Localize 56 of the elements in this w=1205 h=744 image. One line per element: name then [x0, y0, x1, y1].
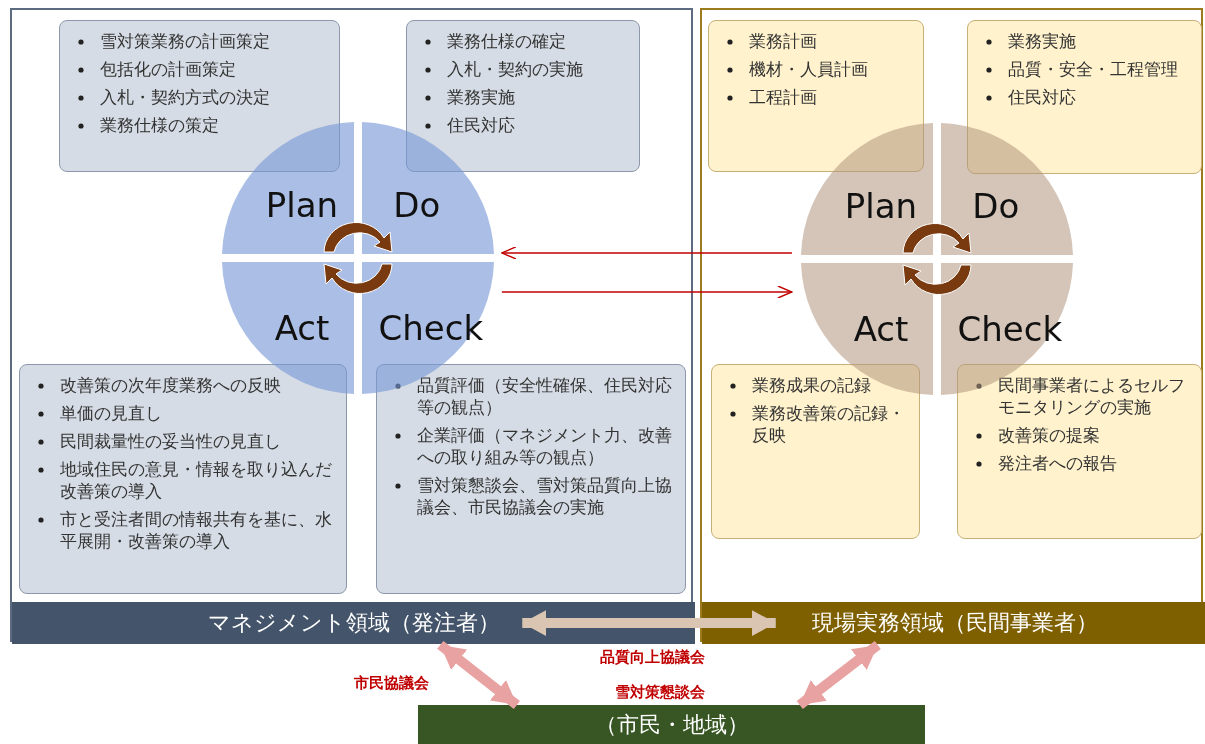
bullet-item: 地域住民の意見・情報を取り込んだ改善策の導入 — [60, 460, 332, 501]
note-card — [406, 20, 640, 172]
note-card — [957, 364, 1202, 539]
note-text: 品質向上協議会 — [598, 648, 707, 667]
bullet-item: 住民対応 — [447, 116, 515, 135]
bullet-item: 業務実施 — [1008, 32, 1076, 51]
bullet-item: 工程計画 — [749, 88, 817, 107]
quadrant-label: Do — [972, 186, 1020, 227]
label-band: 現場実務領域（民間事業者） — [702, 602, 1205, 644]
bullet-item: 改善策の提案 — [998, 426, 1100, 445]
note-text: 雪対策懇談会 — [613, 683, 707, 702]
bullet-item: 入札・契約の実施 — [447, 60, 583, 79]
bullet-item: 業務仕様の確定 — [447, 32, 566, 51]
double-arrow — [796, 641, 881, 709]
label-band: マネジメント領域（発注者） — [12, 602, 695, 644]
quadrant-label: Plan — [844, 186, 918, 227]
arrow — [501, 285, 793, 299]
quadrant-label: Act — [274, 308, 330, 349]
bullet-item: 民間裁量性の妥当性の見直し — [60, 432, 281, 451]
bullet-item: 業務計画 — [749, 32, 817, 51]
bullet-item: 業務改善策の記録・反映 — [752, 404, 905, 445]
arrow — [501, 246, 793, 260]
region-panel — [10, 8, 693, 642]
region-panel — [700, 8, 1203, 642]
quadrant-label: Act — [853, 309, 909, 350]
bullet-item: 単価の見直し — [60, 404, 162, 423]
double-arrow — [437, 641, 520, 709]
bullet-item: 発注者への報告 — [998, 454, 1117, 473]
note-card — [59, 20, 340, 172]
bullet-item: 企業評価（マネジメント力、改善への取り組み等の観点） — [417, 426, 672, 467]
bullet-item: 入札・契約方式の決定 — [100, 88, 270, 107]
bullet-item: 雪対策業務の計画策定 — [100, 32, 270, 51]
note-card — [19, 364, 347, 594]
edge-label: 市民協議会 — [352, 674, 431, 693]
quadrant-label: Check — [957, 309, 1063, 350]
bullet-item: 雪対策懇談会、雪対策品質向上協議会、市民協議会の実施 — [417, 476, 672, 517]
bullet-item: 品質・安全・工程管理 — [1008, 60, 1178, 79]
note-card — [376, 364, 686, 594]
bullet-item: 市と受注者間の情報共有を基に、水平展開・改善策の導入 — [60, 510, 332, 551]
bullet-item: 機材・人員計画 — [749, 60, 868, 79]
bullet-item: 業務成果の記録 — [752, 376, 871, 395]
double-arrow — [522, 610, 776, 636]
quadrant-label: Plan — [265, 185, 339, 226]
bullet-item: 業務仕様の策定 — [100, 116, 219, 135]
quadrant-label: Do — [393, 185, 441, 226]
bullet-item: 品質評価（安全性確保、住民対応等の観点） — [417, 376, 672, 417]
bullet-item: 包括化の計画策定 — [100, 60, 236, 79]
bullet-item: 住民対応 — [1008, 88, 1076, 107]
quadrant-label: Check — [378, 308, 484, 349]
note-card — [967, 20, 1202, 174]
bullet-item: 改善策の次年度業務への反映 — [60, 376, 281, 395]
bullet-item: 民間事業者によるセルフモニタリングの実施 — [998, 376, 1185, 417]
note-card — [711, 364, 920, 539]
label-band: （市民・地域） — [418, 705, 925, 744]
note-card — [708, 20, 924, 172]
bullet-item: 業務実施 — [447, 88, 515, 107]
